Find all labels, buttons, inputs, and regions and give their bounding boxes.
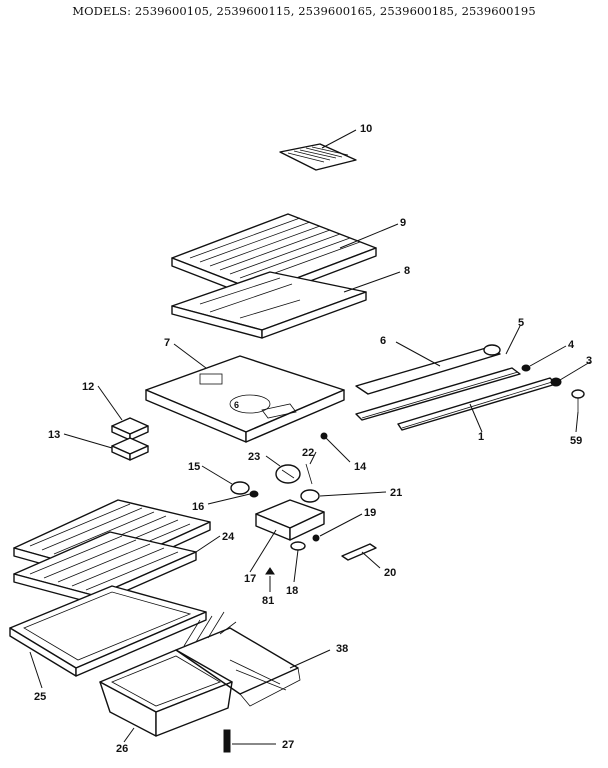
callout-14: 14	[354, 461, 367, 473]
callout-25: 25	[34, 691, 46, 703]
callout-labels: 10 9 8 7 6 5 4 3 59 1 12 13 14 15 16 23 …	[34, 123, 592, 755]
part-26-drawer	[99, 649, 233, 737]
part-27-clip	[223, 729, 231, 753]
callout-12: 12	[82, 381, 94, 393]
part-5-rail	[355, 367, 521, 421]
part-23-knob	[275, 464, 301, 484]
part-20-strip	[341, 543, 377, 561]
part-17-housing	[255, 499, 325, 541]
callout-13: 13	[48, 429, 60, 441]
callout-9: 9	[400, 217, 406, 229]
callout-23: 23	[248, 451, 260, 463]
callout-19: 19	[364, 507, 376, 519]
callout-10: 10	[360, 123, 372, 135]
part-16-socket	[249, 490, 259, 498]
callout-21: 21	[390, 487, 402, 499]
part-4-clip	[521, 364, 531, 372]
part-38-frame	[175, 611, 301, 707]
callout-18: 18	[286, 585, 298, 597]
callout-7: 7	[164, 337, 170, 349]
part-3-washer	[550, 377, 562, 387]
part-22-wire	[305, 463, 313, 485]
part-21-switch	[300, 489, 320, 503]
callout-26: 26	[116, 743, 128, 755]
part-14-fastener	[320, 432, 328, 440]
callout-15: 15	[188, 461, 200, 473]
part-59-screw	[571, 389, 585, 412]
part-13-bracket	[111, 437, 149, 461]
part-19-nut	[312, 534, 320, 542]
models-header: MODELS: 2539600105, 2539600115, 25396001…	[72, 4, 536, 18]
part-15-lamp	[230, 481, 250, 495]
callout-38: 38	[336, 643, 348, 655]
part-18-disc	[290, 541, 306, 551]
part-7-panel: 6	[145, 355, 345, 443]
callout-20: 20	[384, 567, 396, 579]
callout-59: 59	[570, 435, 582, 447]
callout-4: 4	[568, 339, 575, 351]
callout-17: 17	[244, 573, 256, 585]
callout-1: 1	[478, 431, 484, 443]
leader-lines	[29, 129, 591, 745]
callout-6: 6	[380, 335, 386, 347]
callout-8: 8	[404, 265, 410, 277]
callout-5: 5	[518, 317, 524, 329]
part-12-bracket	[111, 417, 149, 441]
callout-22: 22	[302, 447, 314, 459]
callout-16: 16	[192, 501, 204, 513]
callout-3: 3	[586, 355, 592, 367]
part-8-plate	[171, 271, 367, 339]
callout-81: 81	[262, 595, 274, 607]
part-10-grille	[279, 143, 357, 171]
callout-24: 24	[222, 531, 235, 543]
svg-text:6: 6	[234, 400, 239, 410]
part-25-glass-shelf	[9, 585, 207, 677]
callout-27: 27	[282, 739, 294, 751]
part-24-shelves	[13, 499, 211, 605]
part-81-pin	[265, 567, 275, 575]
part-6-bar	[355, 344, 501, 395]
